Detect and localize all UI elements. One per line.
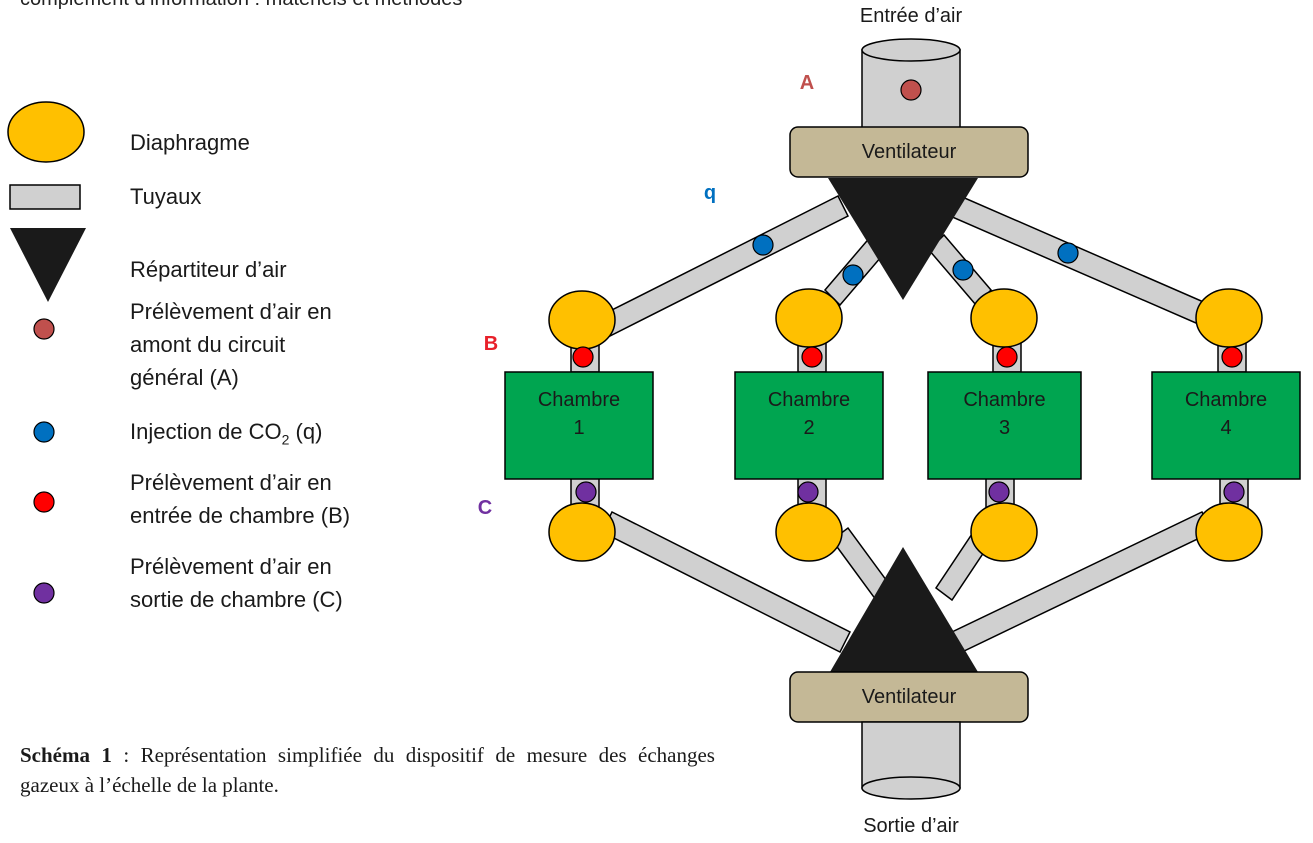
legend-label-sample-a-line2: amont du circuit xyxy=(130,332,286,357)
air-distributor-top xyxy=(828,178,978,300)
fan-top-box xyxy=(789,126,1029,178)
chamber-3-box xyxy=(927,371,1082,480)
sample-points-b xyxy=(572,346,1243,368)
lower-diaphragms xyxy=(548,502,1263,562)
sample-point-a xyxy=(900,79,922,101)
marker-b: B xyxy=(483,333,499,355)
sample-point-c-icon xyxy=(33,582,55,604)
diaphragm-lower-2 xyxy=(775,502,843,562)
chamber-3-label: Chambre 3 xyxy=(928,386,1081,442)
legend-label-sample-c-line2: sortie de chambre (C) xyxy=(130,587,343,612)
sample-point-c-3 xyxy=(988,481,1010,503)
legend-label-co2: Injection de CO2 (q) xyxy=(130,415,322,456)
legend-label-sample-a: Prélèvement d’air en amont du circuit gé… xyxy=(130,295,332,394)
chamber-4-label: Chambre 4 xyxy=(1152,386,1300,442)
sample-point-a-icon xyxy=(33,318,55,340)
chamber-2-number: 2 xyxy=(803,417,815,439)
chamber-1-label: Chambre 1 xyxy=(505,386,653,442)
chambers xyxy=(504,371,1301,480)
co2-injection-1 xyxy=(752,234,774,256)
sample-point-c-2 xyxy=(797,481,819,503)
legend-label-co2-sub: 2 xyxy=(281,431,290,448)
diaphragm-upper-3 xyxy=(970,288,1038,348)
chamber-3-number: 3 xyxy=(998,417,1011,439)
co2-injection-3 xyxy=(952,259,974,281)
air-distributor-icon xyxy=(10,228,86,302)
diaphragm-icon xyxy=(7,101,85,163)
marker-a: A xyxy=(799,72,815,94)
sample-point-b-4 xyxy=(1221,346,1243,368)
legend-label-sample-c-line1: Prélèvement d’air en xyxy=(130,554,332,579)
legend-label-sample-a-line1: Prélèvement d’air en xyxy=(130,299,332,324)
co2-injection-2 xyxy=(842,264,864,286)
legend-label-distributor: Répartiteur d’air xyxy=(130,257,287,282)
sample-point-b-3 xyxy=(996,346,1018,368)
vertical-connectors xyxy=(570,339,1249,509)
chamber-4-box xyxy=(1151,371,1301,480)
marker-c: C xyxy=(477,497,493,519)
legend-label-diaphragm: Diaphragme xyxy=(130,130,250,155)
upper-diaphragms xyxy=(548,288,1263,350)
pipe-icon xyxy=(9,184,81,210)
fan-bottom-label: Ventilateur xyxy=(861,686,957,708)
legend-label-sample-c: Prélèvement d’air en sortie de chambre (… xyxy=(130,550,343,616)
co2-injection-icon xyxy=(33,421,55,443)
air-inlet-label: Entrée d’air xyxy=(859,5,963,27)
chamber-4-number: 4 xyxy=(1220,417,1232,439)
sample-point-c-4 xyxy=(1223,481,1245,503)
header-partial-text: complément d’information : matériels et … xyxy=(20,0,462,11)
sample-point-b-icon xyxy=(33,491,55,513)
legend-label-sample-b-line2: entrée de chambre (B) xyxy=(130,503,351,528)
air-outlet-label: Sortie d’air xyxy=(863,815,959,837)
figure-caption: Schéma 1 : Représentation simplifiée du … xyxy=(20,740,715,800)
caption-text: : Représentation simplifiée du dispositi… xyxy=(20,743,715,797)
sample-point-c-1 xyxy=(575,481,597,503)
chamber-4-name: Chambre xyxy=(1184,389,1268,411)
diaphragm-upper-1 xyxy=(548,290,616,350)
diaphragm-upper-4 xyxy=(1195,288,1263,348)
sample-point-b-2 xyxy=(801,346,823,368)
chamber-2-label: Chambre 2 xyxy=(735,386,883,442)
sample-point-b-1 xyxy=(572,346,594,368)
chamber-1-box xyxy=(504,371,654,480)
diaphragm-lower-3 xyxy=(970,502,1038,562)
legend-label-co2-pre: Injection de CO xyxy=(130,419,282,444)
air-outlet-cylinder xyxy=(861,721,961,800)
chamber-1-number: 1 xyxy=(573,417,585,439)
diaphragm-lower-4 xyxy=(1195,502,1263,562)
caption-bold: Schéma 1 xyxy=(20,743,112,767)
chamber-2-name: Chambre xyxy=(767,389,851,411)
chamber-2-box xyxy=(734,371,884,480)
legend-icons xyxy=(7,101,86,604)
legend-label-sample-b: Prélèvement d’air en entrée de chambre (… xyxy=(130,466,350,532)
legend-label-sample-b-line1: Prélèvement d’air en xyxy=(130,470,332,495)
legend-label-pipe: Tuyaux xyxy=(130,184,202,209)
legend-label-sample-a-line3: général (A) xyxy=(130,365,239,390)
legend-label-co2-post: (q) xyxy=(289,419,323,444)
fan-top-label: Ventilateur xyxy=(861,141,957,163)
air-distributor-bottom xyxy=(830,547,978,672)
diaphragm-lower-1 xyxy=(548,502,616,562)
sample-points-c xyxy=(575,481,1245,503)
chamber-3-name: Chambre xyxy=(963,389,1046,411)
co2-injection-4 xyxy=(1057,242,1079,264)
chamber-1-name: Chambre xyxy=(537,389,621,411)
diaphragm-upper-2 xyxy=(775,288,843,348)
marker-q: q xyxy=(703,182,717,204)
